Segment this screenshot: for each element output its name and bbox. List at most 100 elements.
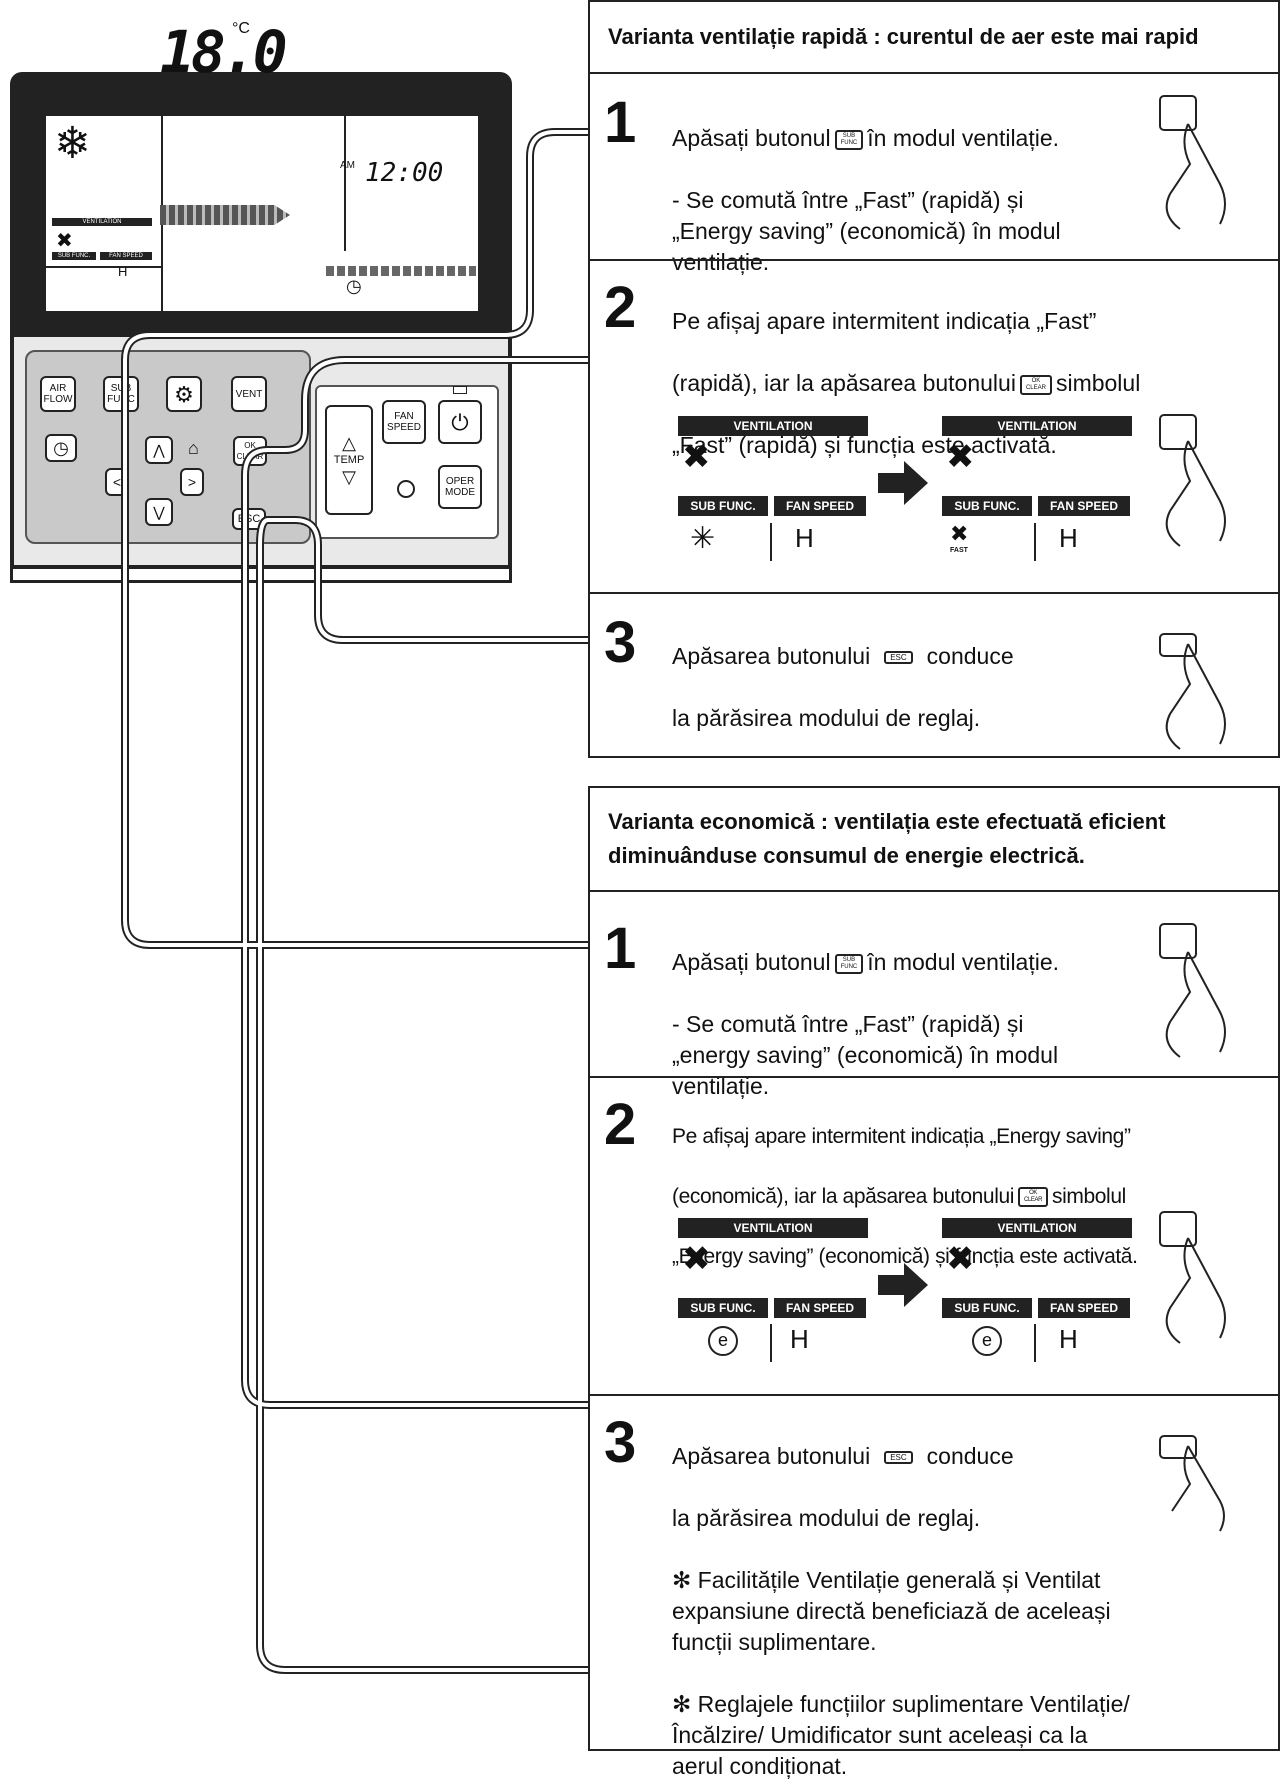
diagram-fanspeed-value: H (1059, 523, 1078, 553)
lcd-temperature-unit: °C (232, 20, 250, 37)
step-number: 1 (604, 916, 637, 981)
ventilation-icon: ✖ (946, 438, 975, 476)
eco-header-line-1: Varianta economică : ventilația este efe… (608, 809, 1166, 834)
sensor-circle (397, 480, 415, 498)
step-note: ✻ Facilitățile Ventilație generală și Ve… (672, 1567, 1111, 1655)
eco-box-header: Varianta economică : ventilația este efe… (590, 788, 1278, 892)
ventilation-icon: ✖ (56, 230, 73, 252)
fast-icon: ✖ (950, 521, 969, 546)
lcd-fanspeed-label: FAN SPEED (100, 252, 152, 260)
diagram-subfunc-label: SUB FUNC. (942, 1298, 1032, 1318)
fast-tag: FAST (950, 547, 968, 554)
diagram-ventilation-label: VENTILATION (678, 416, 868, 436)
fast-box-header: Varianta ventilație rapidă : curentul de… (590, 2, 1278, 74)
fast-ventilation-box: Varianta ventilație rapidă : curentul de… (588, 0, 1280, 758)
step-text-part: Apăsarea butonului (672, 643, 871, 669)
diagram-divider (770, 523, 772, 561)
hand-press-sub-func-icon (1150, 912, 1250, 1067)
step-text-part: (economică), iar la apăsarea butonului (672, 1185, 1015, 1208)
eco-icon: e (972, 1326, 1002, 1356)
step-text-part: conduce (926, 1443, 1014, 1469)
step-text-part: (rapidă), iar la apăsarea butonului (672, 370, 1016, 396)
step-text-part: la părăsirea modului de reglaj. (672, 1505, 981, 1531)
hand-press-esc-icon (1150, 604, 1250, 759)
step-number: 2 (604, 275, 637, 340)
arrow-right-icon (878, 1263, 928, 1312)
clock-icon: ◷ (53, 437, 69, 458)
fan-speed-button[interactable]: FAN SPEED (382, 400, 426, 444)
step-note: ✻ Reglajele funcțiilor suplimentare Vent… (672, 1691, 1130, 1779)
diagram-fanspeed-label: FAN SPEED (774, 496, 866, 516)
vent-button[interactable]: VENT (231, 376, 267, 412)
lcd-ventilation-label: VENTILATION (52, 218, 152, 226)
up-button[interactable]: ⋀ (145, 436, 173, 464)
lcd-time: 12:00 (365, 158, 444, 188)
diagram-ventilation-label: VENTILATION (942, 416, 1132, 436)
step-text: Pe afișaj apare intermitent indicația „E… (672, 1092, 1138, 1272)
chevron-left-icon: < (112, 473, 122, 490)
ventilation-icon: ✖ (682, 1240, 711, 1278)
fast-step-2: 2 Pe afișaj apare intermitent indicația … (590, 259, 1278, 592)
power-button[interactable]: ⏻ (438, 400, 482, 444)
step-text-part: în modul ventilație. (867, 949, 1060, 975)
oper-mode-button[interactable]: OPER MODE (438, 465, 482, 509)
chevron-down-icon: ⋁ (153, 503, 165, 520)
air-flow-button[interactable]: AIR FLOW (40, 376, 76, 412)
fast-header-text: Varianta ventilație rapidă : curentul de… (608, 24, 1199, 49)
hand-press-sub-func-icon (1150, 84, 1250, 239)
timer-button[interactable]: ◷ (45, 434, 77, 462)
lcd-fanspeed-value: H (118, 264, 128, 279)
step-text-part: simbolul (1052, 1185, 1126, 1208)
settings-button[interactable]: ⚙ (166, 376, 202, 412)
step-text-part: Pe afișaj apare intermitent indicația „F… (672, 308, 1097, 334)
step-text-part: la părăsirea modului de reglaj. (672, 705, 981, 731)
down-button[interactable]: ⋁ (145, 498, 173, 526)
esc-key-icon: ESC (884, 651, 913, 665)
step-text: Apăsarea butonului ESC conduce la părăsire… (672, 610, 1014, 734)
esc-key-icon: ESC (884, 1451, 913, 1465)
temp-label: TEMP (333, 453, 365, 466)
step-text-part: conduce (926, 643, 1014, 669)
diagram-divider (1034, 523, 1036, 561)
right-button[interactable]: > (180, 468, 204, 496)
step-number: 3 (604, 1410, 637, 1475)
step-text-part: „Fast” (rapidă) și funcția este activată… (672, 432, 1057, 458)
hand-press-ok-clear-icon (1150, 411, 1250, 566)
temp-rocker[interactable]: △ TEMP ▽ (325, 405, 373, 515)
step-text-part: Apăsați butonul (672, 949, 831, 975)
step-text-part: în modul ventilație. (867, 125, 1060, 151)
hand-press-ok-clear-icon (1150, 1208, 1250, 1363)
diagram-fanspeed-label: FAN SPEED (1038, 496, 1130, 516)
step-number: 2 (604, 1092, 637, 1157)
eco-step-2: 2 Pe afișaj apare intermitent indicația … (590, 1076, 1278, 1394)
chevron-up-icon: ⋀ (153, 441, 165, 458)
diagram-ventilation-label: VENTILATION (942, 1218, 1132, 1238)
diagram-divider (770, 1324, 772, 1362)
hand-press-esc-icon (1150, 1406, 1250, 1541)
diagram-fanspeed-label: FAN SPEED (1038, 1298, 1130, 1318)
step-text-detail: - Se comută între „Fast” (rapidă) și „En… (672, 187, 1061, 275)
power-led (453, 386, 467, 394)
eco-ventilation-box: Varianta economică : ventilația este efe… (588, 786, 1280, 1779)
lcd-fan-bar (160, 205, 290, 225)
diagram-subfunc-label: SUB FUNC. (678, 1298, 768, 1318)
diagram-fanspeed-value: H (795, 523, 814, 553)
step-number: 3 (604, 610, 637, 675)
step-text: Pe afișaj apare intermitent indicația „F… (672, 275, 1140, 461)
diagram-subfunc-label: SUB FUNC. (942, 496, 1032, 516)
step-text-part: Pe afișaj apare intermitent indicația „E… (672, 1125, 1131, 1148)
lcd-timer-row (326, 266, 476, 276)
blinking-eco-icon: e (708, 1326, 738, 1356)
snowflake-icon: ❄ (54, 119, 91, 168)
blinking-fast-icon: ✳ (690, 522, 716, 555)
ventilation-icon: ✖ (946, 1240, 975, 1278)
arrow-right-icon (878, 461, 928, 510)
diagram-ventilation-label: VENTILATION (678, 1218, 868, 1238)
step-number: 1 (604, 90, 637, 155)
